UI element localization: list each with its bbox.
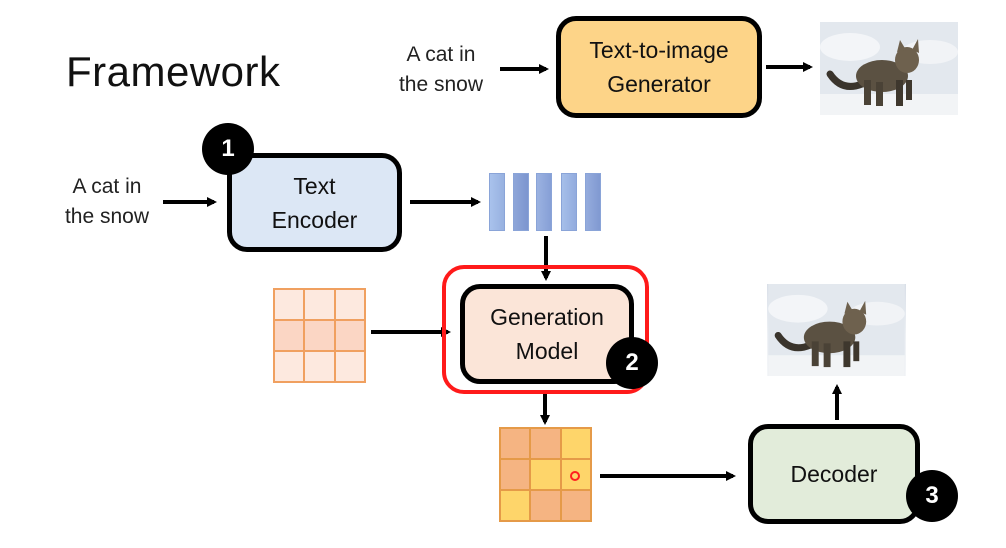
embedding-vector: [489, 173, 505, 231]
step-badge-3: 3: [906, 470, 958, 522]
slide-title: Framework: [66, 48, 281, 95]
noise-cell: [334, 351, 365, 382]
decoder-box: Decoder: [748, 424, 920, 524]
noise-cell: [274, 320, 305, 351]
pipeline-input-text-line2: the snow: [64, 205, 150, 228]
noise-cell: [334, 289, 365, 320]
latent-grid: [499, 427, 592, 522]
latent-cell: [500, 459, 531, 490]
generation-model-box: Generation Model: [460, 284, 634, 384]
latent-cell: [530, 459, 561, 490]
generation-model-label-line1: Generation: [490, 304, 604, 330]
embedding-vector: [513, 173, 529, 231]
text-to-image-generator-box: Text-to-image Generator: [556, 16, 762, 118]
top-input-text-line2: the snow: [398, 73, 484, 96]
cursor-indicator-icon: [569, 471, 580, 481]
top-input-text: A cat in the snow: [388, 40, 494, 100]
step-badge-2: 2: [606, 337, 658, 389]
latent-cell: [530, 490, 561, 521]
decoder-label: Decoder: [790, 461, 878, 487]
text-encoder-label-line1: Text: [293, 172, 336, 199]
embedding-vector: [561, 173, 577, 231]
cat-in-snow-image: [820, 22, 958, 115]
cat-in-snow-image: [768, 284, 905, 376]
text-encoder-label-line2: Encoder: [271, 206, 358, 233]
latent-cell: [500, 428, 531, 459]
top-input-text-line1: A cat in: [406, 43, 476, 66]
latent-cell: [530, 428, 561, 459]
generated-cat-image-pipeline: [767, 284, 906, 376]
embedding-vector: [536, 173, 552, 231]
noise-cell: [304, 289, 335, 320]
generation-model-highlight: [442, 265, 649, 394]
step-badge-1: 1: [202, 123, 254, 175]
generated-cat-image-top: [820, 22, 958, 115]
noise-cell: [334, 320, 365, 351]
noise-cell: [274, 289, 305, 320]
latent-cell: [560, 459, 591, 490]
latent-cell: [560, 428, 591, 459]
noise-cell: [274, 351, 305, 382]
generator-label-line1: Text-to-image: [589, 37, 729, 63]
generator-label-line2: Generator: [607, 71, 711, 97]
noise-cell: [304, 320, 335, 351]
latent-cell: [500, 490, 531, 521]
noise-cell: [304, 351, 335, 382]
noise-grid: [273, 288, 366, 383]
latent-cell: [560, 490, 591, 521]
pipeline-input-text: A cat in the snow: [52, 172, 162, 232]
embedding-vector: [585, 173, 601, 231]
pipeline-input-text-line1: A cat in: [72, 175, 142, 198]
generation-model-label-line2: Model: [515, 338, 579, 364]
text-encoder-box: Text Encoder: [227, 153, 402, 252]
